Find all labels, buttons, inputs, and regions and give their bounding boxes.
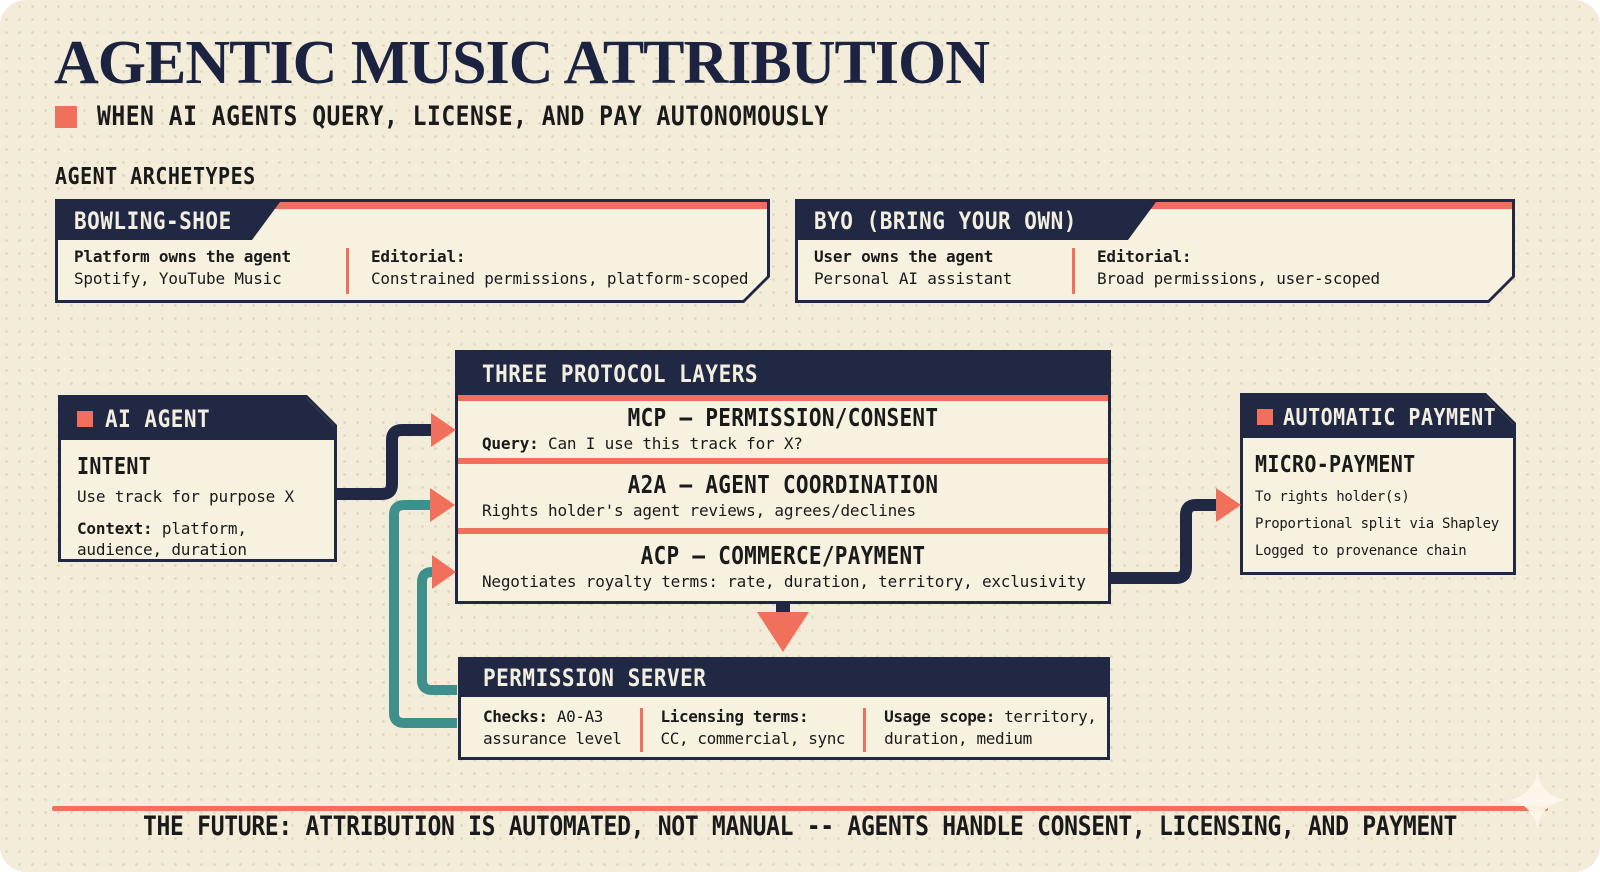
ownership-cell: Platform owns the agent Spotify, YouTube… (74, 247, 291, 288)
payment-line: Logged to provenance chain (1255, 543, 1467, 559)
arrowhead-icon (1216, 488, 1241, 522)
page-title: AGENTIC MUSIC ATTRIBUTION (54, 29, 990, 97)
intent-heading: INTENT (77, 451, 152, 480)
card-bowling-shoe-body: BOWLING-SHOE Platform owns the agent Spo… (58, 202, 767, 300)
payment-line: To rights holder(s) (1255, 489, 1410, 505)
micropayment-heading: MICRO-PAYMENT (1255, 449, 1416, 478)
card-byo-tab: BYO (BRING YOUR OWN) (798, 202, 1156, 240)
arrow-acp-to-payment (1110, 488, 1241, 584)
divider (639, 708, 643, 752)
intent-line: Use track for purpose X (77, 487, 294, 506)
arrowhead-icon (431, 413, 456, 447)
card-bowling-shoe-tab: BOWLING-SHOE (58, 202, 280, 240)
usage-scope-column: Usage scope: territory, duration, medium (884, 707, 1097, 748)
licensing-column: Licensing terms: CC, commercial, sync (660, 707, 846, 748)
arrowhead-icon (432, 555, 456, 589)
accent-square-icon (77, 411, 93, 427)
accent-strip (246, 202, 767, 209)
permission-server-header: PERMISSION SERVER (461, 660, 1107, 697)
divider (346, 248, 349, 294)
layer-mcp: MCP — PERMISSION/CONSENT Query: Can I us… (482, 403, 939, 453)
card-byo: BYO (BRING YOUR OWN) User owns the agent… (795, 199, 1515, 303)
section-label-agent-archetypes: AGENT ARCHETYPES (55, 161, 256, 190)
arrowhead-icon (757, 612, 809, 652)
footer-text: THE FUTURE: ATTRIBUTION IS AUTOMATED, NO… (142, 811, 1458, 842)
accent-square-icon (1257, 409, 1273, 425)
payment-line: Proportional split via Shapley (1255, 516, 1499, 532)
card-ai-agent-body: AI AGENT INTENT Use track for purpose X … (61, 398, 334, 559)
arrow-server-to-a2a (389, 488, 457, 728)
arrowhead-icon (430, 488, 455, 522)
card-ai-agent: AI AGENT INTENT Use track for purpose X … (58, 395, 337, 562)
card-permission-server-body: PERMISSION SERVER Checks: A0-A3 assuranc… (461, 660, 1107, 757)
card-protocol-layers: THREE PROTOCOL LAYERS MCP — PERMISSION/C… (455, 350, 1111, 604)
layer-acp: ACP — COMMERCE/PAYMENT Negotiates royalt… (482, 541, 1086, 591)
checks-column: Checks: A0-A3 assurance level (483, 707, 622, 748)
accent-square-icon (55, 106, 77, 129)
divider (458, 528, 1108, 534)
subtitle: WHEN AI AGENTS QUERY, LICENSE, AND PAY A… (55, 101, 829, 132)
card-bowling-shoe: BOWLING-SHOE Platform owns the agent Spo… (55, 199, 770, 303)
card-byo-body: BYO (BRING YOUR OWN) User owns the agent… (798, 202, 1512, 300)
arrow-server-to-acp (417, 555, 457, 695)
card-ai-agent-header: AI AGENT (61, 398, 334, 440)
subtitle-text: WHEN AI AGENTS QUERY, LICENSE, AND PAY A… (97, 101, 829, 132)
protocol-header: THREE PROTOCOL LAYERS (458, 353, 1108, 395)
layer-a2a: A2A — AGENT COORDINATION Rights holder's… (482, 470, 939, 520)
divider (1072, 248, 1075, 294)
context-line: Context: platform,audience, duration (77, 519, 247, 559)
divider (458, 458, 1108, 464)
editorial-cell: Editorial: Broad permissions, user-scope… (1097, 247, 1380, 288)
card-automatic-payment-body: AUTOMATIC PAYMENT MICRO-PAYMENT To right… (1243, 396, 1513, 572)
arrow-protocol-to-server (757, 602, 809, 652)
card-automatic-payment: AUTOMATIC PAYMENT MICRO-PAYMENT To right… (1240, 393, 1516, 575)
arrow-agent-to-mcp (337, 413, 456, 500)
accent-strip (1120, 202, 1512, 209)
editorial-cell: Editorial: Constrained permissions, plat… (371, 247, 749, 288)
divider (458, 395, 1108, 401)
ownership-cell: User owns the agent Personal AI assistan… (814, 247, 1013, 288)
divider (863, 708, 867, 752)
card-automatic-payment-header: AUTOMATIC PAYMENT (1243, 396, 1513, 438)
footer-rule (52, 806, 1548, 811)
card-permission-server: PERMISSION SERVER Checks: A0-A3 assuranc… (458, 657, 1110, 760)
card-protocol-layers-body: THREE PROTOCOL LAYERS MCP — PERMISSION/C… (458, 353, 1108, 601)
